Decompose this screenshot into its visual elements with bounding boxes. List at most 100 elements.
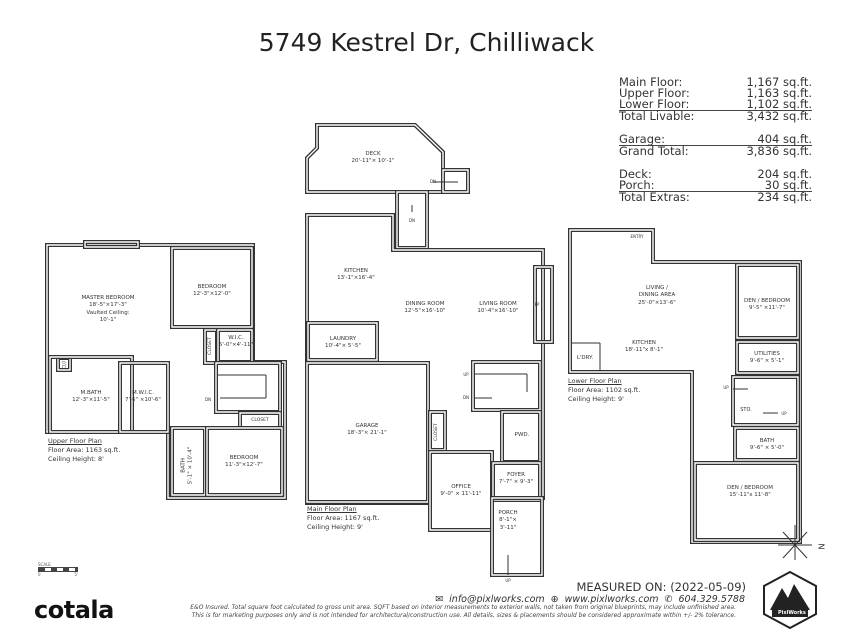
room-name: BATH (180, 458, 187, 473)
stair-up-label: UP (781, 411, 787, 416)
laundry-wall (307, 322, 378, 361)
room-dim: 25'-0"×13'-6" (638, 299, 676, 306)
room-name: BATH (759, 438, 775, 444)
ceiling-height: Ceiling Height: 9' (568, 395, 624, 403)
disclaimer-line: E&O Insured. Total square foot calculate… (190, 604, 736, 611)
room-dim: 8'-1"× (499, 517, 517, 524)
compass-icon (782, 531, 808, 559)
floor-heading: Main Floor Plan (307, 505, 357, 513)
badge-text: PixlWorks (778, 610, 806, 616)
room-name: LIVING / (645, 285, 669, 291)
clo-label: CLO (61, 360, 67, 369)
window-bay (84, 241, 139, 248)
fireplace-label: FP (534, 302, 540, 307)
phone-icon: ✆ (664, 594, 673, 605)
room-name: M.BATH (80, 390, 102, 396)
fireplace-wall (534, 266, 553, 343)
room-name: UTILITIES (754, 351, 780, 357)
room-wic: W.I.C.5'-0"×4'-11" (219, 335, 253, 350)
passage-dn-label: DN (408, 218, 416, 223)
area-value: 3,432 sq.ft. (746, 109, 812, 123)
room-name: FOYER (507, 472, 525, 478)
area-value: 404 sq.ft. (757, 132, 812, 146)
entry-label: ENTRY (630, 234, 644, 239)
stair-up-label: UP (463, 372, 469, 377)
scale-5: 5' (74, 572, 78, 577)
room-dim: 3'-11" (499, 524, 517, 531)
website-link[interactable]: www.pixlworks.com (564, 594, 659, 605)
bath-wall (734, 427, 799, 461)
scale-label: SCALE (38, 562, 51, 567)
disclaimer: E&O Insured. Total square foot calculate… (116, 604, 736, 620)
room-dim: 7'-6" ×10'-6" (125, 397, 161, 404)
floor-heading: Lower Floor Plan (568, 377, 622, 385)
area-label: Total Livable: (619, 109, 695, 123)
storage-label: STO. (740, 407, 752, 413)
room-name: MASTER BEDROOM (81, 295, 135, 301)
room-name: W.I.C. (228, 335, 244, 341)
room-dim: 9'-6" × 5'-1" (749, 358, 785, 365)
room-note: Vaulted Ceiling: (86, 309, 130, 316)
room-dim: 12'-3"×11'-5" (72, 397, 110, 404)
room-dim: 12'-5"×16'-10" (404, 308, 446, 315)
web-icon: ⊕ (550, 594, 559, 605)
room-name: DINING AREA (638, 292, 676, 299)
area-row: Garage:404 sq.ft. (619, 132, 812, 146)
scale-graphic (38, 567, 78, 572)
room-name: DEN / BEDROOM (727, 485, 773, 491)
den-wall (694, 462, 799, 541)
room-dim: 15'-11"x 11'-8" (729, 492, 771, 499)
room-name: DINING ROOM (405, 301, 445, 307)
closet-label: CLOSET (433, 423, 439, 441)
area-value: 234 sq.ft. (757, 190, 812, 204)
scale-bar: SCALE 0 5' (38, 562, 78, 577)
stair-dn-label: DN (462, 395, 470, 400)
room-name: PORCH (498, 510, 518, 516)
room-dim: 10'-4"× 5'-5" (325, 343, 361, 350)
room-name: GARAGE (355, 423, 379, 429)
floor-area: Floor Area: 1163 sq.ft. (48, 446, 121, 454)
room-dim: 18'-3"× 21'-1" (347, 430, 387, 437)
room-name: LIVING ROOM (479, 301, 517, 307)
room-dim: 10'-4"×16'-10" (477, 308, 519, 315)
room-name: BEDROOM (197, 284, 227, 290)
deck-wall (306, 124, 444, 193)
area-row: Total Extras: 234 sq.ft. (619, 190, 812, 204)
scale-0: 0 (38, 572, 41, 577)
area-row: Total Livable: 3,432 sq.ft. (619, 109, 812, 123)
porch-wall (491, 497, 543, 576)
closet-label: CLOSET (207, 337, 213, 355)
room-dim: 11'-3"×12'-7" (225, 462, 263, 469)
deck-stair-wall (441, 168, 470, 194)
den-wall (736, 264, 799, 339)
floor-area: Floor Area: 1102 sq.ft. (568, 386, 641, 394)
room-dim: 13'-1"×16'-4" (337, 275, 375, 282)
stair-dn-label: DN (204, 397, 212, 402)
area-row: Porch:30 sq.ft. (619, 178, 812, 192)
area-value: 30 sq.ft. (764, 178, 812, 192)
email-link[interactable]: info@pixlworks.com (449, 594, 545, 605)
floor-heading: Upper Floor Plan (48, 437, 102, 445)
area-label: Total Extras: (619, 190, 690, 204)
room-name: DECK (365, 151, 381, 157)
room-name: DEN / BEDROOM (744, 298, 790, 304)
area-value: 3,836 sq.ft. (746, 144, 812, 158)
area-row: Deck:204 sq.ft. (619, 168, 812, 180)
stair-wall (731, 375, 800, 427)
contact-info: ✉info@pixlworks.com ⊕www.pixlworks.com ✆… (435, 594, 745, 605)
